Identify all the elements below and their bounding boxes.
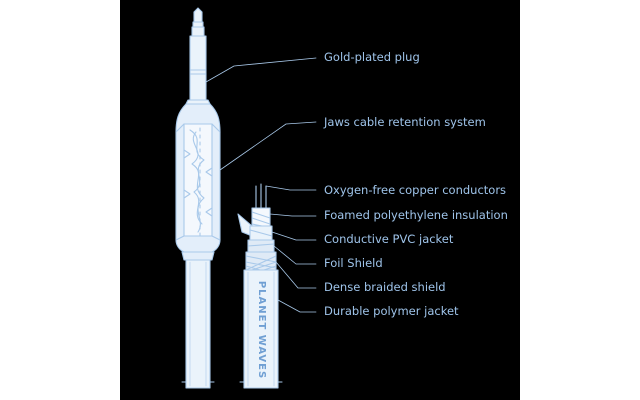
callout-jaws-retention: Jaws cable retention system (324, 115, 486, 129)
leader-lines (205, 57, 317, 313)
connector-body (175, 103, 221, 261)
callout-foamed-insulation: Foamed polyethylene insulation (324, 208, 508, 222)
callout-gold-plated-plug: Gold-plated plug (324, 50, 420, 64)
callout-polymer-jacket: Durable polymer jacket (324, 304, 459, 318)
plug-cable (181, 259, 215, 389)
cable-cutaway (237, 183, 283, 389)
callout-conductive-pvc-jacket: Conductive PVC jacket (324, 232, 454, 246)
callout-copper-conductors: Oxygen-free copper conductors (324, 183, 507, 197)
callout-braided-shield: Dense braided shield (324, 280, 446, 294)
plug-tip (191, 7, 205, 37)
cable-illustration: PLANET WAVES (175, 7, 317, 389)
diagram-canvas: PLANET WAVES Gold-plated plug Jaws cable… (120, 0, 520, 400)
plug-shaft (185, 35, 211, 105)
cable-brand-print: PLANET WAVES (256, 281, 267, 379)
callout-foil-shield: Foil Shield (324, 256, 383, 270)
